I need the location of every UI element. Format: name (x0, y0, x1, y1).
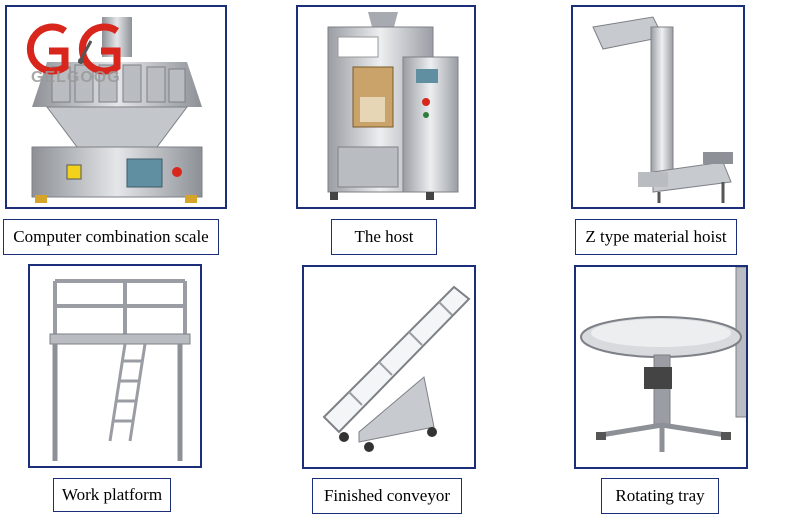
image-frame-work-platform (28, 264, 202, 468)
label-the-host: The host (331, 219, 437, 255)
image-frame-combination-scale: GELGOOG (5, 5, 227, 209)
image-frame-the-host (296, 5, 476, 209)
label-combination-scale: Computer combination scale (3, 219, 219, 255)
gelgoog-logo-text: GELGOOG (31, 69, 121, 86)
label-finished-conveyor: Finished conveyor (312, 478, 462, 514)
gelgoog-logo (26, 23, 121, 75)
image-frame-finished-conveyor (302, 265, 476, 469)
image-frame-z-hoist (571, 5, 745, 209)
work-platform-image (49, 279, 191, 461)
rotating-tray-image (580, 267, 746, 452)
image-frame-rotating-tray (574, 265, 748, 469)
label-rotating-tray: Rotating tray (601, 478, 719, 514)
vertical-packing-machine-image (327, 12, 459, 200)
z-type-hoist-image (592, 16, 733, 203)
finished-conveyor-image (322, 285, 471, 452)
label-z-hoist: Z type material hoist (575, 219, 737, 255)
label-work-platform: Work platform (53, 478, 171, 512)
